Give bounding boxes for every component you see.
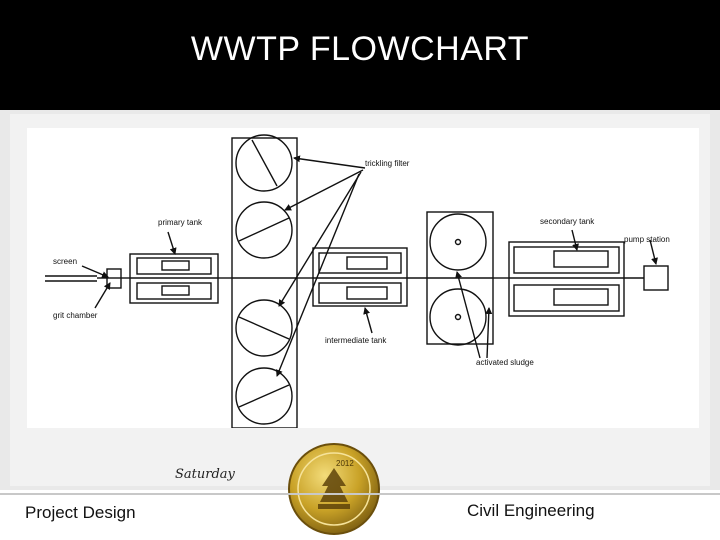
slide-title: WWTP FLOWCHART <box>190 30 530 68</box>
date-text: Saturday <box>175 467 235 482</box>
seal-emblem: 2012 <box>288 443 380 535</box>
label-activated-sludge: activated sludge <box>476 358 534 367</box>
pointer-arrows <box>81 155 658 377</box>
label-trickling-filter: trickling filter <box>365 159 410 168</box>
seal-year: 2012 <box>336 459 354 468</box>
clarifiers <box>426 211 509 346</box>
screen-inlet <box>45 275 107 282</box>
footer-divider <box>0 493 720 495</box>
footer-right: Civil Engineering <box>467 501 595 520</box>
pump-station <box>643 265 669 291</box>
primary-tanks <box>129 253 232 304</box>
grit-chamber <box>106 268 130 289</box>
label-secondary-tank: secondary tank <box>540 217 595 226</box>
label-intermediate-tank: intermediate tank <box>325 336 387 345</box>
label-pump-station: pump station <box>624 235 670 244</box>
intermediate-tanks <box>297 247 427 307</box>
label-screen: screen <box>53 257 77 266</box>
label-primary-tank: primary tank <box>158 218 203 227</box>
secondary-tanks <box>508 241 644 317</box>
footer-left: Project Design <box>25 503 136 522</box>
title-bar <box>0 0 720 110</box>
trickling-filters <box>231 134 298 428</box>
wwtp-diagram: trickling filter primary tank screen gri… <box>45 134 670 428</box>
label-grit-chamber: grit chamber <box>53 311 98 320</box>
